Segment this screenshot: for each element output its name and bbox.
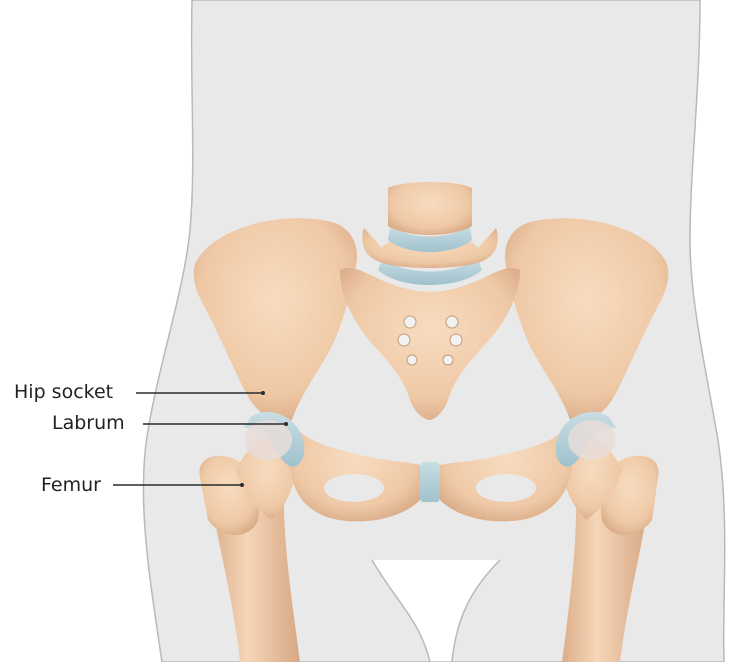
- femur-label: Femur: [41, 474, 101, 496]
- lumbar-vertebra-upper: [388, 182, 472, 235]
- left-obturator-foramen: [324, 474, 384, 502]
- left-hip-socket: [244, 420, 292, 460]
- hip-socket-leader-dot: [261, 391, 265, 395]
- hip-socket-label: Hip socket: [14, 381, 113, 403]
- femur-leader-dot: [240, 483, 244, 487]
- right-obturator-foramen: [476, 474, 536, 502]
- right-hip-socket: [568, 420, 616, 460]
- labrum-leader-dot: [284, 422, 288, 426]
- pubic-symphysis: [420, 462, 440, 502]
- labrum-label: Labrum: [52, 412, 125, 434]
